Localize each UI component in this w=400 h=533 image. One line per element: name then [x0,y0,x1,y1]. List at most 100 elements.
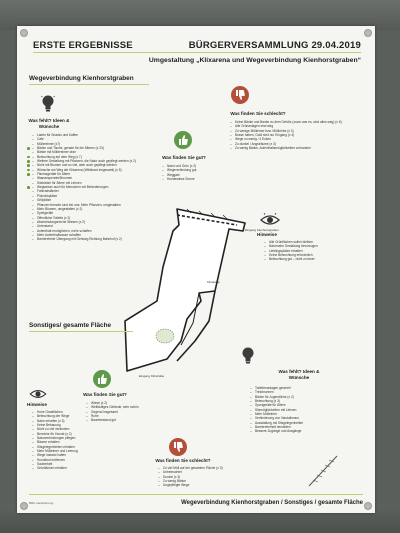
question-gut: Was finden Sie gut? [162,155,206,160]
list-item: Hohe Grasflächen [31,410,78,415]
pin [20,29,28,37]
list-item: Unterstand [31,224,136,229]
sketch-graphic [308,455,338,487]
list-item: Beleuchtung auf dem Weg (x 7) [27,155,136,159]
list-item: Beleuchtung gut – nicht zu teuer [263,257,318,262]
list-item: Ungepflegte Wege [157,483,223,488]
question-hinweise-2: Hinweise [27,402,47,407]
list-item: Beleuchtung (x 3) [249,399,303,404]
thumbs-down-icon [231,86,249,104]
question-schlecht: Was finden Sie schlecht? [230,111,286,116]
gut2-list: Wiese (x 2)Weitläufiges Gelände, sehr sc… [85,401,139,423]
list-item: Bereiche für Hunde (x 2) [31,432,78,437]
list-item: Zu dunkel / Angsträume (x 3) [229,142,342,147]
list-item: Fahrradständer [31,189,136,194]
list-item: Bänke für Jugendliche (x 2) [249,395,303,400]
list-item: Natur erhalten (x 3) [31,419,78,424]
list-item: Mehr Blumen, umgestalten (x 2) [31,207,136,212]
list-item: Mehr Mülleimer und Leerung [31,449,78,454]
list-item: Zu viel Müll auf der gesamten Fläche (x … [157,466,223,471]
section-rule [29,331,133,332]
list-item: Bäume erhalten [31,440,78,445]
section-heading-weg: Wegeverbindung Kienhorstgraben [29,75,134,82]
thumbs-up-icon [174,131,192,149]
list-item: Zu wenig Bänke [157,479,223,484]
lightbulb-icon [242,347,254,364]
pin [364,29,372,37]
eye-icon [29,390,47,398]
list-item: Wegeverbindung gut [161,168,196,173]
list-item: Zu wenig Bänke, Aufenthaltsmöglichkeiten… [229,146,342,151]
list-item: Abwechslungsreiche Wiesen (x 2) [31,220,136,225]
list-item: Bänke mit Müllereimer dran [31,150,136,155]
list-item: Ruhe [85,414,139,419]
poster-title: BÜRGERVERSAMMLUNG 29.04.2019 [188,40,361,51]
list-item: Wege instand halten [31,453,78,458]
pin [364,502,372,510]
list-item: Naturnahe Gestaltung bevorzugen [263,244,318,249]
list-item: Sportgeräte für Ältere [249,403,303,408]
list-item: Nicht zu viel verändern [31,427,78,432]
path-map: Eingang Kienhorstgraben Klixarena Eingan… [124,208,279,378]
wunsch-list: Laden für Snacks und KaffeeCafeMüllereim… [27,133,136,242]
list-item: Alle Grünanlagen sind weg [229,124,342,129]
gut-list: Natur und Grün (x 2)Wegeverbindung gutWe… [161,164,196,182]
poster-footer: Wegeverbindung Kienhorstgraben / Sonstig… [181,500,363,506]
list-item: Trinkbrunnen [249,390,303,395]
list-item: Spielgeräte [31,211,136,216]
list-item: Beleuchtung der Wege [31,414,78,419]
list-item: Wegweiser auch für Menschen mit Behinder… [27,185,136,190]
list-item: Sitzgelegenheiten erhalten [31,445,78,450]
map-label-klixarena: Klixarena [207,280,220,284]
list-item: Sitzmöglichkeiten mit Lehnen [249,408,303,413]
list-item: Picknickplätze [31,194,136,199]
list-item: Mehr Mülleimer [249,412,303,417]
schlecht2-list: Zu viel Müll auf der gesamten Fläche (x … [157,466,223,488]
question-gut-2: Was finden Sie gut? [83,392,127,397]
list-item: Wasserspender/Brunnen [31,176,136,181]
list-item: Natur und Grün (x 2) [161,164,196,169]
list-item: Wiese (x 2) [85,401,139,406]
list-item: Ausstattung mit Sitzgelegenheiten [249,421,303,426]
pin [20,502,28,510]
map-label-entrance-top: Eingang Kienhorstgraben [245,228,279,232]
wall-top [0,0,400,30]
list-item: Bänke und Tische, gerade für die Älteren… [27,146,136,151]
list-item: Cafe [31,137,136,142]
question-schlecht-2: Was finden Sie schlecht? [155,458,211,463]
question-hinweise: Hinweise [257,232,277,237]
fehlt2-list: Toilettenanlagen generellTrinkbrunnenBän… [249,386,303,434]
list-item: Keine Bänke und Banke zu dem Gehölz (zuv… [229,120,342,125]
footer-rule [29,494,363,495]
list-item: Barrierefreier Übergang mit Gehweg Richt… [31,237,136,242]
list-item: Hundewiese Sonne [161,177,196,182]
list-item: Weggast [161,173,196,178]
list-item: Weitere Gestaltung mit Pflanzen, die Nat… [27,159,136,164]
section-rule [29,84,149,85]
list-item: Sauberkeit [31,462,78,467]
list-item: Öffentliche Toilette (x 2) [31,216,136,221]
question-was-fehlt: Was fehlt? Ideen & Wünsche [28,118,70,129]
list-item: Gegend insgesamt [85,410,139,415]
hinweise-list: Alle Grünflächen sollen bleibenNaturnahe… [263,240,318,262]
list-item: Grünflächen erhalten [31,466,78,471]
list-item: Sitzbänke für Ältere mit Lehnen [31,181,136,186]
hinweise2-list: Hohe GrasflächenBeleuchtung der WegeNatu… [31,410,78,471]
list-item: Toilettenanlagen generell [249,386,303,391]
list-item: Busse haben, Gold sind nur Eingang (x 4) [229,133,342,138]
eye-icon [260,213,280,225]
list-item: Barrierefreiheit herstellen [249,425,303,430]
thumbs-down-icon [169,438,187,456]
section-heading-sonstiges: Sonstiges/ gesamte Fläche [29,322,112,329]
poster-logo: BRH stadtplanung [29,501,54,505]
schlecht-list: Keine Bänke und Banke zu dem Gehölz (zuv… [229,120,342,151]
list-item: Müllereimer (x7) [31,142,136,147]
list-item: Bessere Zugänge und Ausgänge [249,429,303,434]
poster-subtitle: Umgestaltung „Klixarena und Wegeverbindu… [148,57,361,64]
poster-label: ERSTE ERGEBNISSE [33,40,133,51]
lightbulb-icon [41,95,55,112]
list-item: Unbeleuchtet [157,470,223,475]
list-item: Grillplätze [31,198,136,203]
list-item: Nicht mit Blumen und so viel, aber auch … [27,163,136,168]
header-rule [33,52,361,53]
